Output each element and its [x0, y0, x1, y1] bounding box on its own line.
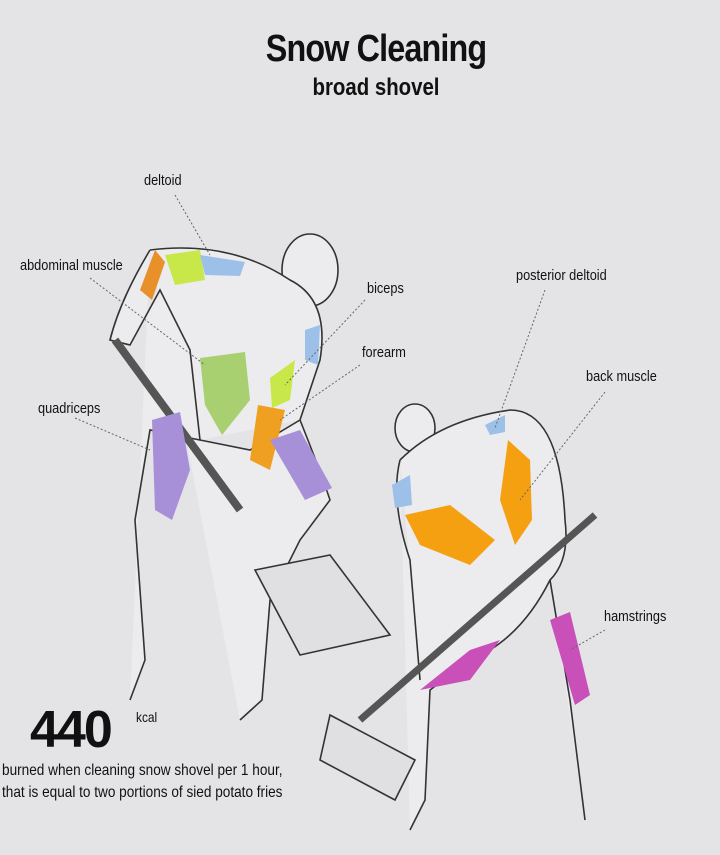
quadriceps-muscle [152, 412, 190, 520]
label-biceps: biceps [367, 280, 404, 297]
biceps-muscle [270, 360, 295, 408]
posterior-deltoid-muscle [485, 415, 505, 435]
posterior-deltoid-left [392, 475, 412, 508]
label-quadriceps: quadriceps [38, 400, 101, 417]
quadriceps-muscle-right [270, 430, 332, 500]
label-posterior-deltoid: posterior deltoid [516, 267, 607, 284]
label-forearm: forearm [362, 344, 406, 361]
description-line-2: that is equal to two portions of sied po… [2, 784, 283, 801]
leader-lines [74, 194, 606, 651]
front-muscles [140, 250, 332, 520]
label-abdominal-muscle: abdominal muscle [20, 257, 123, 274]
label-hamstrings: hamstrings [604, 608, 667, 625]
front-figure [109, 233, 392, 721]
label-back-muscle: back muscle [586, 368, 657, 385]
calories-value: 440 [30, 701, 113, 759]
hamstrings-left [420, 640, 500, 690]
subtitle: broad shovel [312, 74, 440, 101]
shoulder-muscle [305, 325, 320, 365]
back-muscle-left [405, 505, 495, 565]
abdominal-muscle [200, 352, 250, 435]
deltoid-rear-muscle [200, 255, 245, 276]
description-line-1: burned when cleaning snow shovel per 1 h… [2, 762, 283, 779]
back-muscles [392, 415, 590, 705]
title: Snow Cleaning [265, 28, 487, 70]
back-muscle [500, 440, 532, 545]
calories-unit: kcal [136, 709, 158, 725]
label-deltoid: deltoid [144, 172, 182, 189]
deltoid-front-muscle [165, 250, 205, 285]
forearm-muscle [250, 405, 285, 470]
hamstrings-muscle [550, 612, 590, 705]
calories-description: burned when cleaning snow shovel per 1 h… [2, 760, 283, 804]
deltoid-side-muscle [140, 250, 165, 300]
